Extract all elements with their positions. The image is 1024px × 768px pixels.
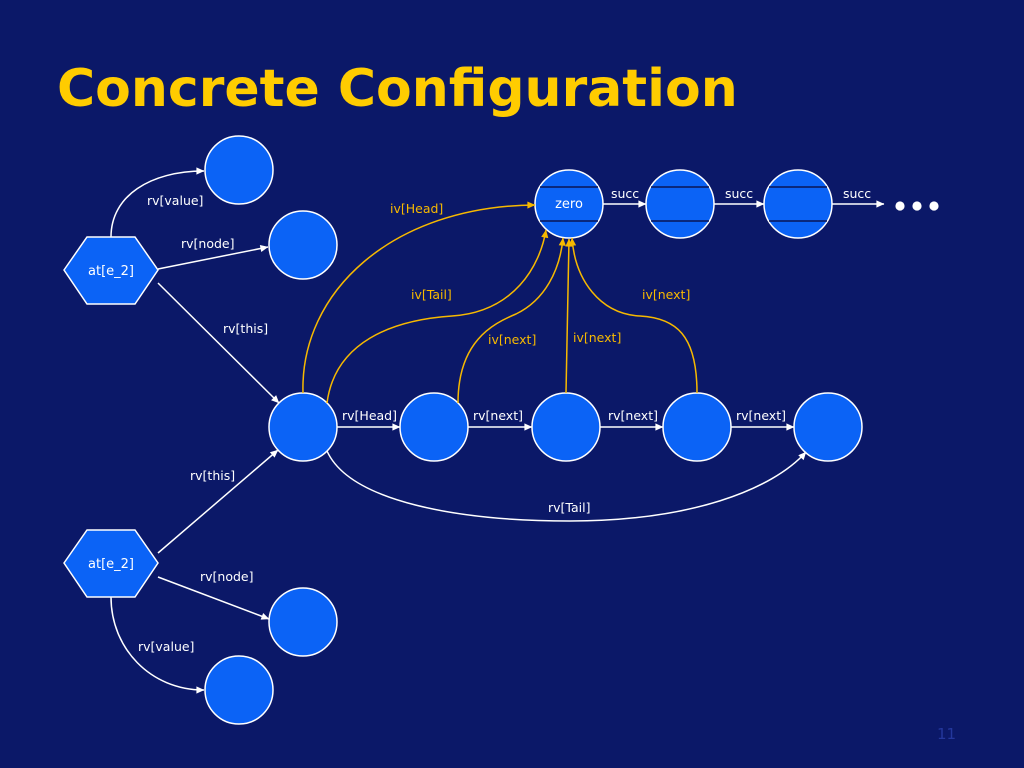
edge-label-succ-1: succ — [611, 186, 639, 201]
edge-label-rv-value-top: rv[value] — [147, 193, 203, 208]
slide-title: Concrete Configuration — [57, 59, 738, 119]
edge-iv-next-2 — [565, 238, 573, 394]
edge-iv-head — [302, 201, 536, 394]
edge-label-succ-3: succ — [843, 186, 871, 201]
list-node-2 — [531, 392, 601, 462]
iv-edges: iv[Head] iv[Tail] iv[next] iv[next] iv[n… — [302, 201, 698, 404]
edge-label-rv-head: rv[Head] — [342, 408, 397, 423]
value-node-bottom — [204, 655, 274, 725]
edge-label-rv-next-2: rv[next] — [608, 408, 658, 423]
node-node-top — [268, 210, 338, 280]
list-node-1 — [399, 392, 469, 462]
edge-label-iv-next-3: iv[next] — [642, 287, 690, 302]
edge-label-iv-next-2: iv[next] — [573, 330, 621, 345]
edge-rv-tail — [326, 450, 807, 522]
succ-node-2 — [763, 169, 833, 239]
nodes: at[e_2] at[e_2] zero — [63, 135, 939, 725]
edge-label-iv-tail: iv[Tail] — [411, 287, 452, 302]
edge-label-succ-2: succ — [725, 186, 753, 201]
edge-label-rv-value-bottom: rv[value] — [138, 639, 194, 654]
edge-label-rv-next-3: rv[next] — [736, 408, 786, 423]
succ-node-1 — [645, 169, 715, 239]
edge-iv-next-3 — [568, 237, 698, 394]
edge-rv-node-bottom — [157, 576, 270, 620]
page-number: 11 — [937, 725, 956, 743]
value-node-top — [204, 135, 274, 205]
zero-node-label: zero — [555, 197, 583, 212]
this-node — [268, 392, 338, 462]
edge-label-rv-this-top: rv[this] — [223, 321, 268, 336]
edge-rv-node-top — [157, 244, 269, 270]
rv-edges: rv[value] rv[node] rv[this] rv[this] rv[… — [110, 167, 885, 694]
list-node-3 — [662, 392, 732, 462]
edge-rv-this-top — [157, 282, 280, 404]
edge-rv-value-top — [110, 167, 205, 238]
edge-label-rv-tail: rv[Tail] — [548, 500, 590, 515]
environment-node-bottom-label: at[e_2] — [88, 557, 134, 572]
edge-label-iv-next-1: iv[next] — [488, 332, 536, 347]
environment-node-bottom — [63, 529, 159, 598]
node-node-bottom — [268, 587, 338, 657]
environment-node-top — [63, 236, 159, 305]
ellipsis-dot — [929, 201, 939, 211]
edge-iv-tail — [326, 229, 549, 404]
list-node-4 — [793, 392, 863, 462]
edge-rv-value-bottom — [110, 596, 205, 694]
edge-iv-next-1 — [457, 237, 566, 404]
ellipsis-dots — [895, 201, 939, 211]
edge-label-rv-next-1: rv[next] — [473, 408, 523, 423]
ellipsis-dot — [895, 201, 905, 211]
edge-label-iv-head: iv[Head] — [390, 201, 443, 216]
edge-label-rv-node-bottom: rv[node] — [200, 569, 254, 584]
edge-rv-this-bottom — [157, 449, 279, 554]
edge-label-rv-this-bottom: rv[this] — [190, 468, 235, 483]
edge-label-rv-node-top: rv[node] — [181, 236, 235, 251]
ellipsis-dot — [912, 201, 922, 211]
environment-node-top-label: at[e_2] — [88, 264, 134, 279]
